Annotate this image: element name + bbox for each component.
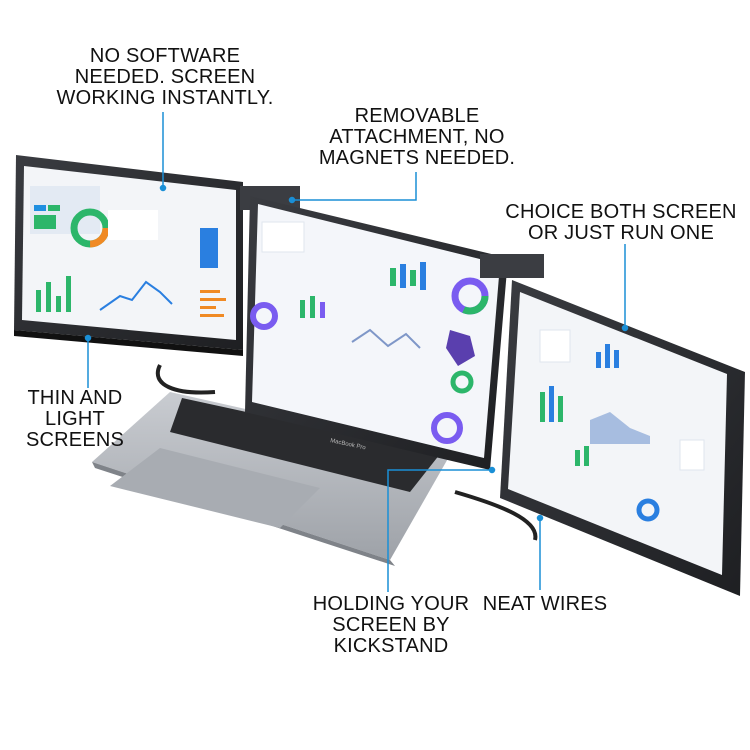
right-cable xyxy=(454,490,538,541)
callout-removable: REMOVABLE ATTACHMENT, NO MAGNETS NEEDED. xyxy=(318,105,516,169)
line-removable xyxy=(292,172,417,201)
left-screen-content xyxy=(30,186,226,317)
dot-neat-wires xyxy=(536,514,544,522)
callout-no-software: NO SOFTWARE NEEDED. SCREEN WORKING INSTA… xyxy=(56,45,274,109)
callout-lines xyxy=(84,112,629,592)
left-monitor xyxy=(14,155,243,356)
dot-removable xyxy=(288,196,296,204)
laptop-lid: MacBook Pro xyxy=(240,186,508,470)
callout-holding: HOLDING YOUR SCREEN BY KICKSTAND xyxy=(312,593,470,657)
dot-no-software xyxy=(159,184,167,192)
left-cable xyxy=(156,364,216,395)
right-monitor xyxy=(480,254,745,596)
laptop-base xyxy=(92,392,450,566)
dot-thin-light xyxy=(84,334,92,342)
right-screen-content xyxy=(539,329,705,522)
line-holding xyxy=(387,469,492,592)
laptop-screen-content xyxy=(250,221,489,444)
dot-choice xyxy=(621,324,629,332)
callout-thin-light: THIN AND LIGHT SCREENS xyxy=(25,387,125,451)
dot-holding xyxy=(488,466,496,474)
callout-choice: CHOICE BOTH SCREEN OR JUST RUN ONE xyxy=(505,201,737,244)
callout-neat-wires: NEAT WIRES xyxy=(482,593,608,615)
